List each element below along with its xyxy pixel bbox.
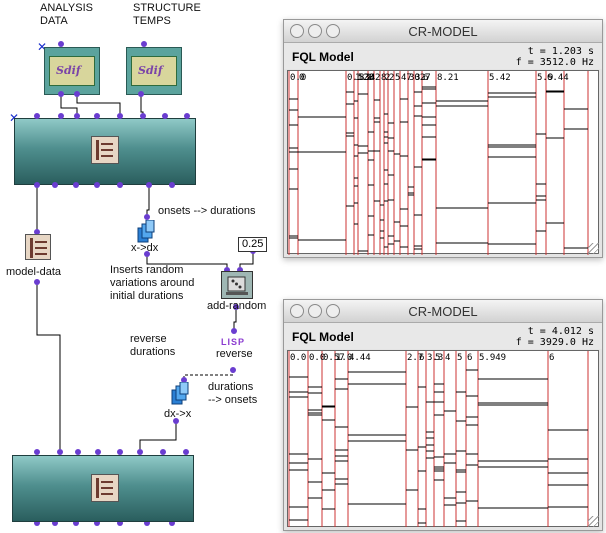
sdif-file-box-analysis[interactable]: Sdif xyxy=(44,47,100,95)
model-header: FQL Model t = 4.012 s f = 3929.0 Hz xyxy=(284,323,602,349)
time-tick-label: 6 xyxy=(549,353,554,363)
time-tick-label: 5.9 xyxy=(537,73,553,83)
time-tick-label: 3. xyxy=(415,73,426,83)
sdif-file-icon: Sdif xyxy=(49,56,95,86)
time-tick-label: 834 xyxy=(359,73,375,83)
freq-readout: f = 3929.0 Hz xyxy=(515,337,594,348)
close-button[interactable] xyxy=(290,304,304,318)
cr-model-box-output[interactable] xyxy=(12,455,194,522)
time-tick-label: 3.3 xyxy=(427,353,443,363)
time-tick-label: 6 xyxy=(419,353,424,363)
dice-icon xyxy=(226,276,248,295)
time-tick-label: 0.0 xyxy=(290,353,306,363)
time-tick-label: 6.44 xyxy=(547,73,569,83)
sdif-file-icon: Sdif xyxy=(131,56,177,86)
time-tick-label: 6 xyxy=(423,73,428,83)
time-tick-label: 1.2 xyxy=(355,73,371,83)
model-name: FQL Model xyxy=(292,330,354,344)
time-readout: t = 4.012 s xyxy=(527,326,594,337)
time-tick-label: 5 xyxy=(457,353,462,363)
window-titlebar[interactable]: CR-MODEL xyxy=(284,300,602,323)
time-readout: t = 1.203 s xyxy=(527,46,594,57)
onsets-durations-comment: onsets --> durations xyxy=(158,205,256,217)
model-header: FQL Model t = 1.203 s f = 3512.0 Hz xyxy=(284,43,602,69)
time-tick-label: 0.528 xyxy=(347,73,374,83)
durations-onsets-comment: durations --> onsets xyxy=(208,381,258,406)
time-tick-label: 5.42 xyxy=(489,73,511,83)
cr-model-box-input[interactable] xyxy=(14,118,196,185)
patch-area: ANALYSIS DATA STRUCTURE TEMPS ✕ Sdif Sdi… xyxy=(0,0,285,533)
time-tick-label: 4 xyxy=(445,353,450,363)
add-random-box[interactable] xyxy=(221,271,253,299)
lisp-icon[interactable]: LISP xyxy=(221,337,246,347)
time-tick-label: 1.0 xyxy=(336,353,352,363)
inserts-random-comment: Inserts random variations around initial… xyxy=(110,264,195,302)
time-tick-label: 2.7 xyxy=(407,353,423,363)
cr-model-window-1[interactable]: CR-MODEL FQL Model t = 1.203 s f = 3512.… xyxy=(283,19,603,258)
analysis-data-label: ANALYSIS DATA xyxy=(40,2,93,27)
cursor-info: t = 4.012 s f = 3929.0 Hz xyxy=(516,326,594,348)
x-dx-icon[interactable] xyxy=(136,219,155,243)
zoom-button[interactable] xyxy=(326,304,340,318)
dx-x-label: dx->x xyxy=(164,408,192,420)
lock-x-icon[interactable]: ✕ xyxy=(37,40,48,54)
time-tick-label: 2 xyxy=(385,73,390,83)
time-tick-label: 8 xyxy=(381,73,386,83)
add-random-label: add-random xyxy=(207,300,267,312)
resize-grip[interactable] xyxy=(588,516,599,527)
time-tick-label: 3027 xyxy=(409,73,431,83)
cr-model-icon xyxy=(91,136,119,164)
window-title: CR-MODEL xyxy=(408,304,478,319)
time-tick-label: 0.0 xyxy=(290,73,306,83)
x-dx-label: x->dx xyxy=(131,242,159,254)
freq-readout: f = 3512.0 Hz xyxy=(515,57,594,68)
dx-x-icon[interactable] xyxy=(170,381,189,405)
structure-temps-label: STRUCTURE TEMPS xyxy=(133,2,201,27)
time-tick-label: 0.0 xyxy=(309,353,325,363)
time-tick-label: 8.21 xyxy=(437,73,459,83)
time-tick-label: 5 xyxy=(435,353,440,363)
time-tick-label: 0 xyxy=(369,73,374,83)
close-button[interactable] xyxy=(290,24,304,38)
time-tick-label: 2 xyxy=(375,73,380,83)
reverse-label: reverse xyxy=(216,348,253,360)
time-tick-label: 5.949 xyxy=(479,353,506,363)
number-box[interactable]: 0.25 xyxy=(238,237,268,252)
window-title: CR-MODEL xyxy=(408,24,478,39)
model-data-label: model-data xyxy=(6,266,62,278)
cr-model-icon xyxy=(91,474,119,502)
resize-grip[interactable] xyxy=(588,243,599,254)
ports xyxy=(34,41,256,526)
sdif-file-box-structure[interactable]: Sdif xyxy=(126,47,182,95)
time-tick-label: 0 xyxy=(299,73,304,83)
minimize-button[interactable] xyxy=(308,304,322,318)
time-tick-label: 6 xyxy=(467,353,472,363)
window-titlebar[interactable]: CR-MODEL xyxy=(284,20,602,43)
model-name: FQL Model xyxy=(292,50,354,64)
time-tick-label: 4.44 xyxy=(349,353,371,363)
time-tick-label: 2 xyxy=(389,73,394,83)
time-tick-label: 47 xyxy=(401,73,412,83)
time-tick-label: 0.57 xyxy=(323,353,345,363)
time-tick-label: 5 xyxy=(395,73,400,83)
reverse-durations-comment: reverse durations xyxy=(130,333,176,358)
zoom-button[interactable] xyxy=(326,24,340,38)
model-data-icon[interactable] xyxy=(25,234,51,260)
cr-model-window-2[interactable]: CR-MODEL FQL Model t = 4.012 s f = 3929.… xyxy=(283,299,603,531)
cursor-info: t = 1.203 s f = 3512.0 Hz xyxy=(516,46,594,68)
minimize-button[interactable] xyxy=(308,24,322,38)
